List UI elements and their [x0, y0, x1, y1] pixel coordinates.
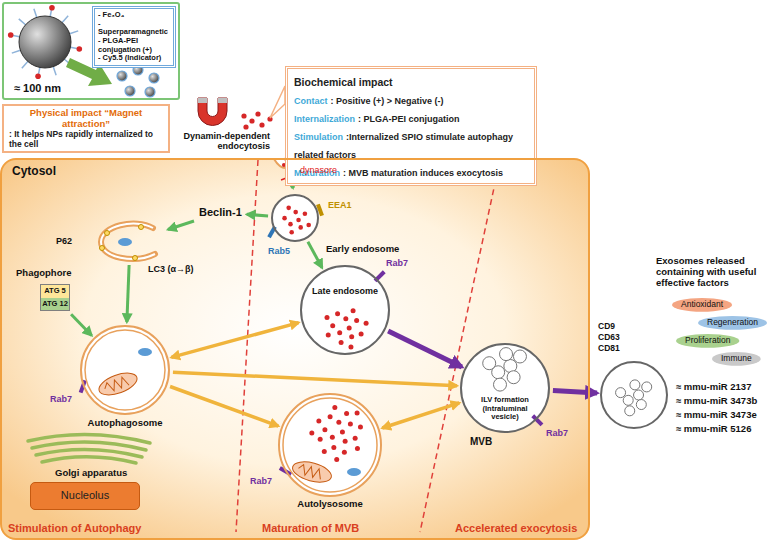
marker-label: EEA1 — [328, 200, 352, 210]
node-text: : PLGA-PEI conjugation — [358, 114, 460, 124]
mirna-label: ≈ mmu-miR 5126 — [676, 424, 751, 435]
node-text: : It helps NPs rapidly internalized to t… — [9, 130, 163, 150]
property-box: - Fe₃O₄- Superparamagnetic- PLGA-PEI con… — [92, 6, 176, 68]
effect-ellipse: Regeneration — [698, 316, 767, 330]
effect-ellipse: Proliferation — [676, 334, 739, 348]
late-endosome: Late endosome — [300, 265, 390, 355]
node-text: MVB — [470, 436, 492, 448]
stage-label: Maturation of MVB — [262, 522, 359, 535]
mirna-label: ≈ mmu-miR 3473b — [676, 396, 757, 407]
effect-ellipse: Immune — [712, 352, 761, 366]
autolysosome: Autolysosome — [278, 393, 382, 497]
node-text: Phagophore — [16, 268, 71, 279]
node-text: Early endosome — [326, 244, 399, 255]
text-row: Stimulation:Internalized SPIO stimulate … — [294, 126, 528, 162]
marker-label: CD9 — [598, 322, 615, 332]
impact-box: Physical impact “Magnet attraction”: It … — [2, 104, 170, 153]
marker-label: Rab5 — [268, 246, 290, 256]
node-text: Regeneration — [707, 318, 758, 328]
node-text: Exosomes released containing with useful… — [656, 256, 780, 289]
node-text: ATG 12 — [41, 298, 69, 311]
mirna-label: ≈ mmu-miR 2137 — [676, 382, 751, 393]
factor-label: Beclin-1 — [197, 205, 244, 220]
exosome: Exosomes released containing with useful… — [600, 361, 668, 429]
mirna-label: ≈ mmu-miR 3473e — [676, 410, 757, 421]
inhibitor-label: dynasore — [300, 165, 337, 175]
stage-label: Stimulation of Autophagy — [8, 522, 141, 535]
node-text: - Fe₃O₄ — [98, 11, 170, 20]
node-text: Nucleolus — [30, 489, 140, 502]
marker-label: Rab7 — [546, 428, 568, 438]
node-text: - Superparamagnetic — [98, 20, 170, 37]
node-text: ILV formation (Intraluminal vesicle) — [470, 396, 540, 422]
pathway-arrow — [247, 214, 268, 216]
protein-label: LC3 (α→β) — [148, 264, 194, 274]
text-row: Internalization: PLGA-PEI conjugation — [294, 108, 528, 126]
pathway-arrow — [308, 242, 322, 268]
text-row: Biochemical impact — [294, 72, 528, 90]
pathway-arrow — [171, 323, 298, 358]
phagophore: Phagophore — [95, 222, 165, 262]
marker-label: CD81 — [598, 344, 620, 354]
exosome-outline — [600, 361, 668, 429]
early-endosome-outline — [271, 194, 319, 242]
node-text: : Positive (+) > Negative (-) — [331, 96, 444, 106]
pathway-arrow — [173, 372, 457, 385]
nanoparticle-box: ≈ 100 nm - Fe₃O₄- Superparamagnetic- PLGA… — [2, 2, 180, 100]
node-text: - PLGA-PEI conjugation (+) — [98, 37, 170, 54]
node-text: Autophagosome — [75, 418, 175, 429]
organelle-label: Golgi apparatus — [55, 468, 127, 479]
nucleolus: Nucleolus — [30, 482, 140, 510]
node-text: Physical impact “Magnet attraction” — [9, 108, 163, 130]
marker-label: Rab7 — [50, 394, 72, 404]
pathway-arrow — [382, 403, 459, 428]
effect-ellipse: Antioxidant — [672, 298, 732, 312]
node-text: Beclin-1 — [199, 206, 242, 219]
node-text: Cytosol — [12, 165, 56, 179]
node-text: Stimulation — [294, 132, 343, 142]
node-text: ATG 5 — [41, 285, 69, 298]
phagophore-outline — [95, 222, 165, 262]
marker-label: Rab7 — [386, 258, 408, 268]
late-endosome-outline — [300, 265, 390, 355]
node-text: Immune — [721, 354, 752, 364]
process-label: Dynamin-dependent endocytosis — [180, 131, 270, 152]
node-text: Late endosome — [305, 286, 385, 296]
node-text: Contact — [294, 96, 328, 106]
pathway-arrow — [168, 221, 194, 230]
node-text: Autolysosome — [280, 499, 380, 510]
node-text: Antioxidant — [681, 300, 723, 310]
autophagosome: Autophagosome — [80, 325, 170, 415]
autolysosome-outline — [278, 393, 382, 497]
node-text: - Cy5.5 (Indicator) — [98, 54, 170, 63]
pathway-arrow — [388, 331, 462, 367]
node-text: : MVB maturation induces exocytosis — [343, 168, 503, 178]
text-row: Contact: Positive (+) > Negative (-) — [294, 90, 528, 108]
node-text: Proliferation — [685, 336, 730, 346]
protein-label: P62 — [56, 236, 72, 246]
pathway-arrow — [553, 391, 597, 393]
node-text: Internalization — [294, 114, 355, 124]
atg-box: ATG 5ATG 12 — [40, 284, 70, 311]
node-text: ≈ 100 nm — [14, 82, 61, 95]
pathway-arrow — [127, 265, 129, 322]
cell-membrane: CytosolBeclin-1Early endosomePhagophoreA… — [0, 158, 590, 540]
autophagosome-outline — [80, 325, 170, 415]
node-text: Biochemical impact — [294, 76, 393, 88]
early-endosome: Early endosome — [271, 194, 319, 242]
pathway-arrow — [170, 386, 278, 426]
marker-label: CD63 — [598, 333, 620, 343]
mvb: MVBILV formation (Intraluminal vesicle) — [460, 343, 550, 433]
stage-label: Accelerated exocytosis — [455, 522, 577, 535]
marker-label: Rab7 — [250, 476, 272, 486]
pathway-arrow — [71, 314, 92, 335]
